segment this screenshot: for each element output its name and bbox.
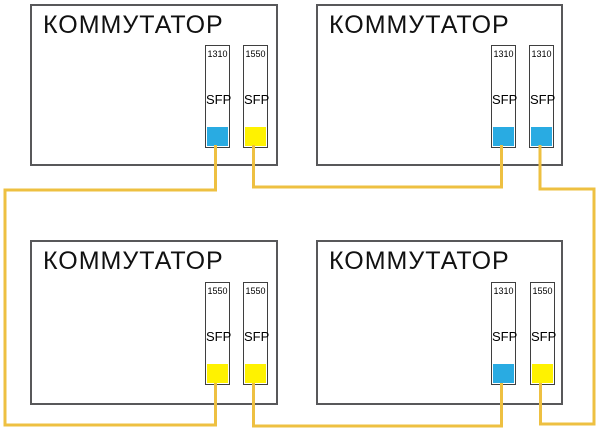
sfp-module-1: 1310 SFP: [491, 45, 518, 148]
sfp-wavelength-label: 1550: [207, 286, 228, 296]
switch-bottom-left: КОММУТАТОР 1550 SFP 1550 SFP: [30, 240, 278, 405]
sfp-connector: [207, 127, 228, 146]
sfp-module-1: 1310 SFP: [205, 45, 232, 148]
sfp-module-2: 1550 SFP: [530, 282, 557, 385]
sfp-wavelength-label: 1550: [532, 286, 553, 296]
sfp-connector: [532, 364, 553, 383]
sfp-wavelength-label: 1310: [493, 49, 514, 59]
sfp-wavelength-label: 1310: [207, 49, 228, 59]
switch-top-left: КОММУТАТОР 1310 SFP 1550 SFP: [30, 4, 278, 166]
sfp-connector: [245, 127, 266, 146]
sfp-wavelength-label: 1550: [245, 49, 266, 59]
sfp-connector: [493, 127, 514, 146]
sfp-label: SFP: [244, 92, 270, 107]
switch-title: КОММУТАТОР: [329, 11, 510, 39]
sfp-label: SFP: [206, 329, 232, 344]
sfp-label: SFP: [531, 329, 557, 344]
switch-title: КОММУТАТОР: [329, 247, 510, 275]
sfp-label: SFP: [530, 92, 556, 107]
sfp-module-2: 1310 SFP: [529, 45, 556, 148]
switch-title: КОММУТАТОР: [43, 11, 224, 39]
sfp-label: SFP: [206, 92, 232, 107]
sfp-connector: [531, 127, 552, 146]
switch-title: КОММУТАТОР: [43, 247, 224, 275]
sfp-wavelength-label: 1310: [493, 286, 514, 296]
sfp-module-2: 1550 SFP: [243, 45, 270, 148]
sfp-connector: [493, 364, 514, 383]
sfp-module-1: 1550 SFP: [205, 282, 232, 385]
sfp-wavelength-label: 1310: [531, 49, 552, 59]
sfp-module-1: 1310 SFP: [491, 282, 518, 385]
sfp-wavelength-label: 1550: [245, 286, 266, 296]
switch-top-right: КОММУТАТОР 1310 SFP 1310 SFP: [316, 4, 563, 166]
sfp-connector: [207, 364, 228, 383]
sfp-label: SFP: [492, 329, 518, 344]
sfp-label: SFP: [244, 329, 270, 344]
sfp-module-2: 1550 SFP: [243, 282, 270, 385]
sfp-label: SFP: [492, 92, 518, 107]
sfp-connector: [245, 364, 266, 383]
switch-bottom-right: КОММУТАТОР 1310 SFP 1550 SFP: [316, 240, 563, 405]
